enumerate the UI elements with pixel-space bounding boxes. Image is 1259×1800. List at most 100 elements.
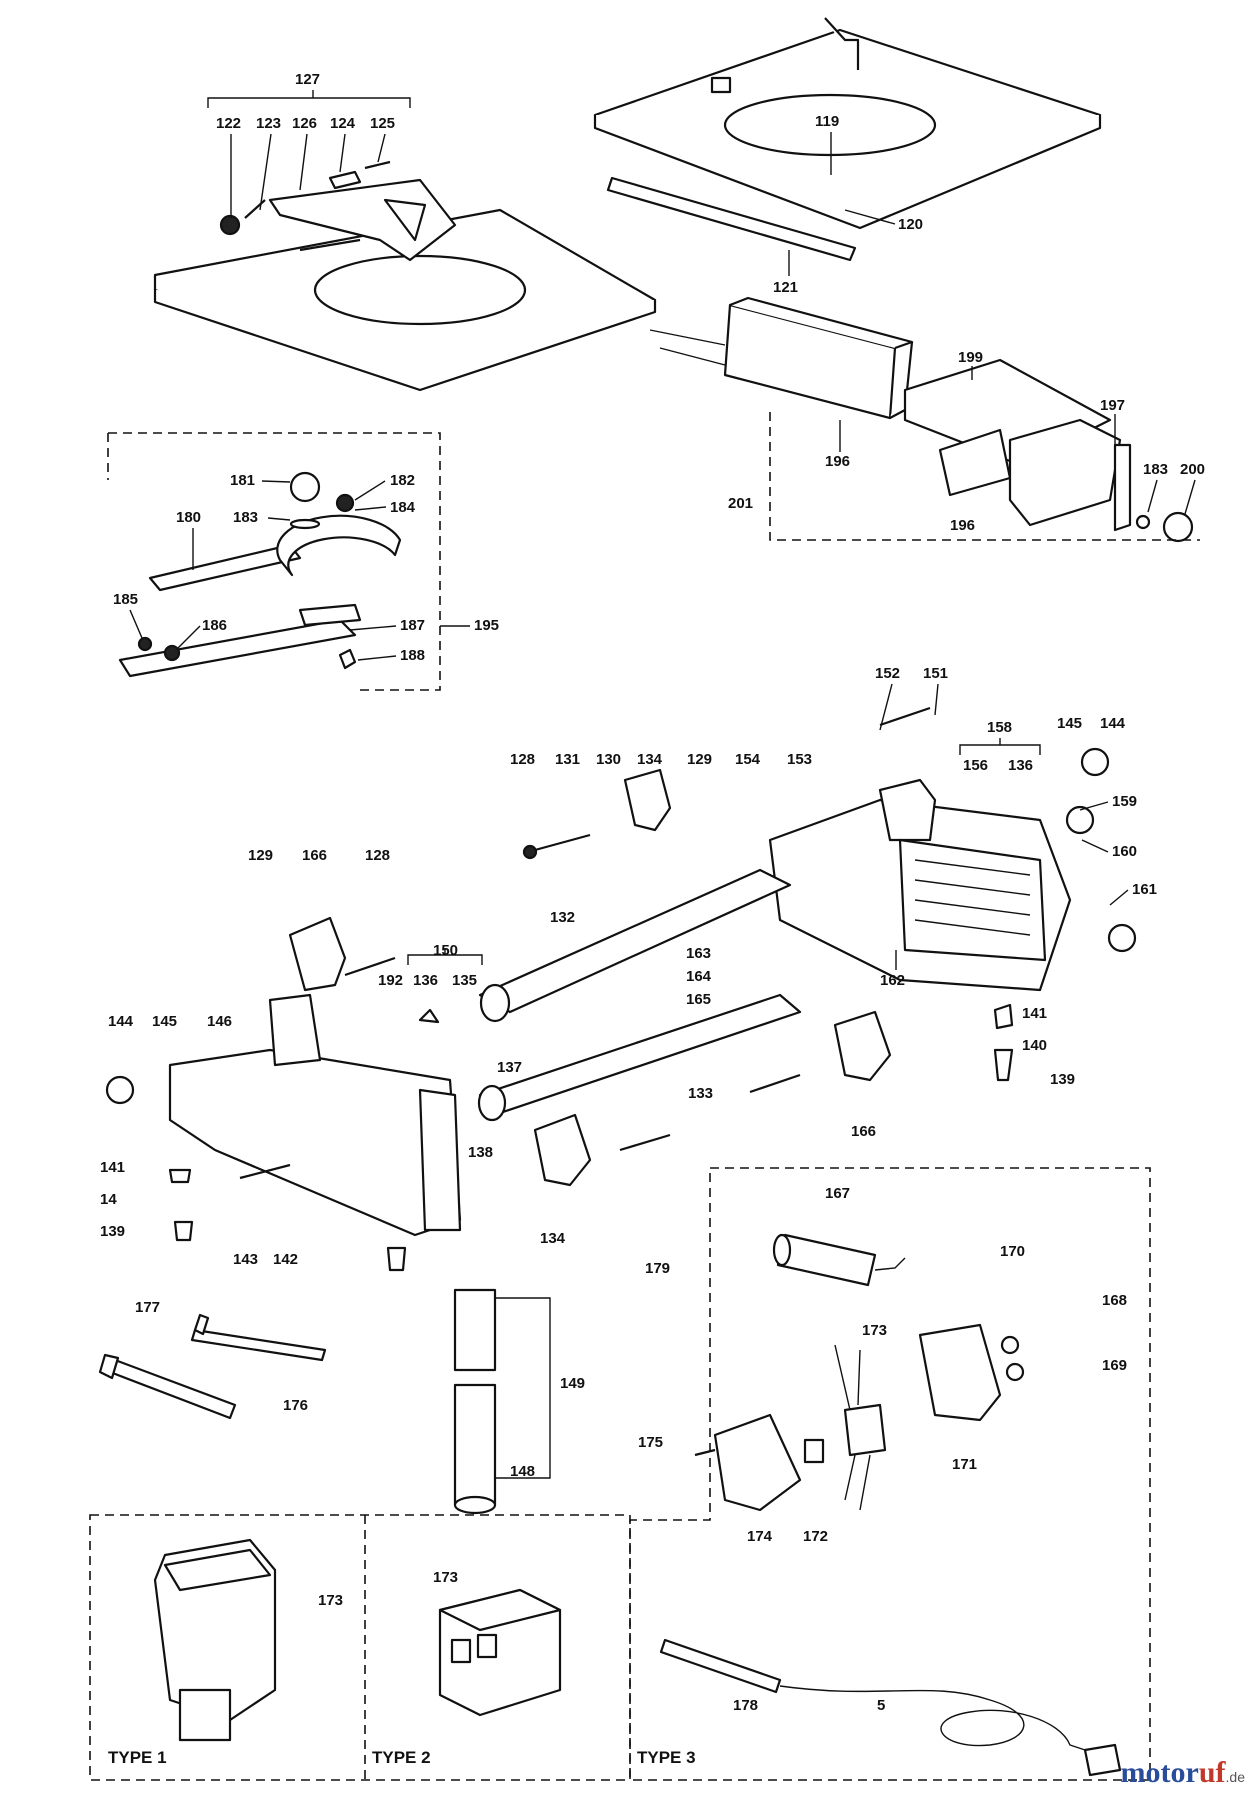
support-brackets (288, 768, 892, 1187)
label-168: 168 (1102, 1292, 1127, 1309)
label-158: 158 (987, 719, 1012, 736)
riving-knife-bracket (219, 160, 457, 262)
label-195: 195 (474, 617, 499, 634)
label-169: 169 (1102, 1357, 1127, 1374)
label-197: 197 (1100, 397, 1125, 414)
label-176: 176 (283, 1397, 308, 1414)
extension-tubes (453, 1288, 497, 1515)
label-173-type1: 173 (318, 1592, 343, 1609)
label-171: 171 (952, 1456, 977, 1473)
label-182: 182 (390, 472, 415, 489)
label-199: 199 (958, 349, 983, 366)
guide-tube-upper (478, 868, 792, 1023)
switch-types-outline (89, 1514, 631, 1781)
end-support-left (168, 993, 462, 1237)
label-142: 142 (273, 1251, 298, 1268)
mitre-kit-outline (108, 432, 441, 691)
label-141-left: 141 (100, 1159, 125, 1176)
label-122: 122 (216, 115, 241, 132)
label-125: 125 (370, 115, 395, 132)
label-135: 135 (452, 972, 477, 989)
label-165: 165 (686, 991, 711, 1008)
label-177: 177 (135, 1299, 160, 1316)
base-plate (593, 17, 1102, 230)
saw-table-plate (153, 208, 657, 392)
label-160: 160 (1112, 843, 1137, 860)
rail-profile (649, 296, 914, 420)
label-131: 131 (555, 751, 580, 768)
label-123: 123 (256, 115, 281, 132)
electrical-kit-outline (629, 1167, 1151, 1781)
guide-strip (606, 176, 857, 262)
label-178: 178 (733, 1697, 758, 1714)
label-129-top: 129 (687, 751, 712, 768)
label-151: 151 (923, 665, 948, 682)
label-128-left: 128 (365, 847, 390, 864)
part-number-labels: 127 122 123 126 124 125 119 120 121 199 … (100, 71, 1205, 1767)
label-14: 14 (100, 1191, 117, 1208)
label-132: 132 (550, 909, 575, 926)
label-type-3: TYPE 3 (637, 1748, 696, 1767)
label-141-right: 141 (1022, 1005, 1047, 1022)
label-183: 183 (233, 509, 258, 526)
label-192: 192 (378, 972, 403, 989)
label-127: 127 (295, 71, 320, 88)
fence-kit-outline (769, 412, 1200, 541)
label-183-fence: 183 (1143, 461, 1168, 478)
label-174: 174 (747, 1528, 773, 1545)
label-173-type2: 173 (433, 1569, 458, 1586)
fasteners (105, 706, 1137, 1272)
label-166-left: 166 (302, 847, 327, 864)
label-154: 154 (735, 751, 761, 768)
capacitor (772, 1233, 906, 1287)
label-133: 133 (688, 1085, 713, 1102)
label-134-bottom: 134 (540, 1230, 566, 1247)
label-124: 124 (330, 115, 356, 132)
label-186: 186 (202, 617, 227, 634)
label-145-left: 145 (152, 1013, 177, 1030)
label-173-type3: 173 (862, 1322, 887, 1339)
label-130: 130 (596, 751, 621, 768)
label-163: 163 (686, 945, 711, 962)
label-162: 162 (880, 972, 905, 989)
label-159: 159 (1112, 793, 1137, 810)
label-187: 187 (400, 617, 425, 634)
rip-fence (903, 358, 1194, 543)
label-153: 153 (787, 751, 812, 768)
watermark-brand-b: uf (1198, 1756, 1226, 1789)
label-134-top: 134 (637, 751, 663, 768)
label-138: 138 (468, 1144, 493, 1161)
label-156: 156 (963, 757, 988, 774)
label-139-right: 139 (1050, 1071, 1075, 1088)
label-149: 149 (560, 1375, 585, 1392)
motor-switch (918, 1323, 1025, 1422)
label-196-rail: 196 (825, 453, 850, 470)
label-175: 175 (638, 1434, 663, 1451)
carriage-assembly (768, 778, 1072, 992)
label-185: 185 (113, 591, 138, 608)
label-146: 146 (207, 1013, 232, 1030)
leader-lines (129, 132, 1196, 970)
label-161: 161 (1132, 881, 1157, 898)
label-5: 5 (877, 1697, 885, 1714)
guide-tube-lower (477, 993, 802, 1122)
relay-switch (834, 1344, 887, 1511)
label-164: 164 (686, 968, 712, 985)
switch-type-1 (153, 1538, 277, 1742)
label-145-right: 145 (1057, 715, 1082, 732)
label-172: 172 (803, 1528, 828, 1545)
label-179: 179 (645, 1260, 670, 1277)
label-167: 167 (825, 1185, 850, 1202)
label-121: 121 (773, 279, 798, 296)
label-139-left: 139 (100, 1223, 125, 1240)
label-136-right: 136 (1008, 757, 1033, 774)
label-200: 200 (1180, 461, 1205, 478)
label-196-fence: 196 (950, 517, 975, 534)
label-144-left: 144 (108, 1013, 134, 1030)
label-140: 140 (1022, 1037, 1047, 1054)
label-136-left: 136 (413, 972, 438, 989)
label-129-left: 129 (248, 847, 273, 864)
watermark-tld: .de (1225, 1769, 1245, 1785)
label-148: 148 (510, 1463, 535, 1480)
